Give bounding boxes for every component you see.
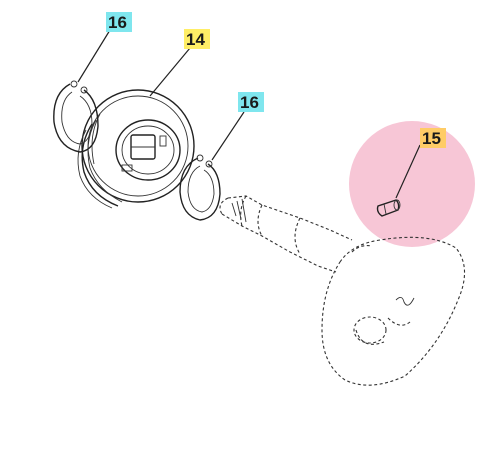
part-15-pin (376, 199, 401, 217)
callout-16-right-highlight (238, 92, 264, 112)
callout-16-right-label: 16 (240, 93, 259, 112)
callout-15: 15 (420, 128, 446, 148)
leader-15 (395, 144, 421, 199)
crankshaft (219, 195, 466, 386)
callout-15-highlight (420, 128, 446, 148)
callout-15-label: 15 (422, 129, 441, 148)
focus-zone (349, 121, 475, 247)
callout-16-left: 16 (106, 12, 132, 32)
callout-16-left-highlight (106, 12, 132, 32)
leader-14 (149, 47, 191, 97)
leader-16-right (211, 111, 245, 161)
callout-14: 14 (184, 29, 210, 49)
part-16-circlip-left (53, 80, 99, 153)
callout-14-highlight (184, 29, 210, 49)
part-14-pulley (77, 89, 195, 209)
part-16-circlip-right (179, 154, 221, 221)
leader-16-left (77, 29, 111, 83)
callout-14-label: 14 (186, 30, 205, 49)
callout-16-left-label: 16 (108, 13, 127, 32)
callout-16-right: 16 (238, 92, 264, 112)
